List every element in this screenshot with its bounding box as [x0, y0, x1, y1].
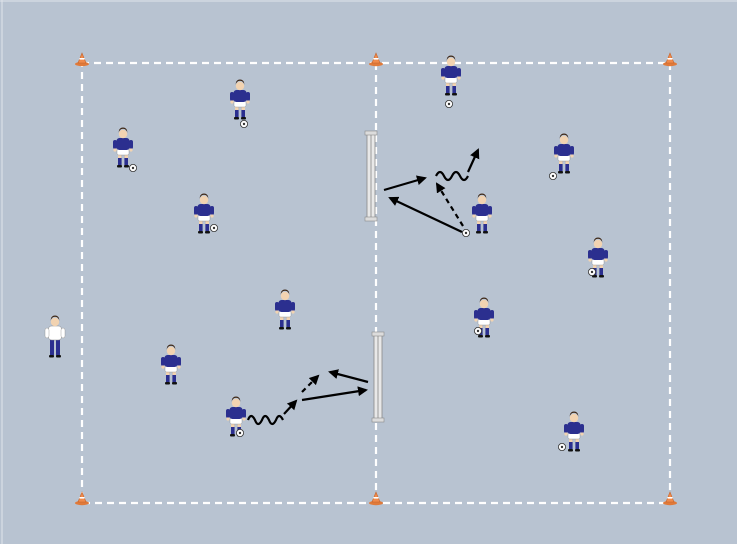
mini-goal-icon — [372, 332, 384, 422]
mini-goal-icon — [365, 131, 377, 221]
